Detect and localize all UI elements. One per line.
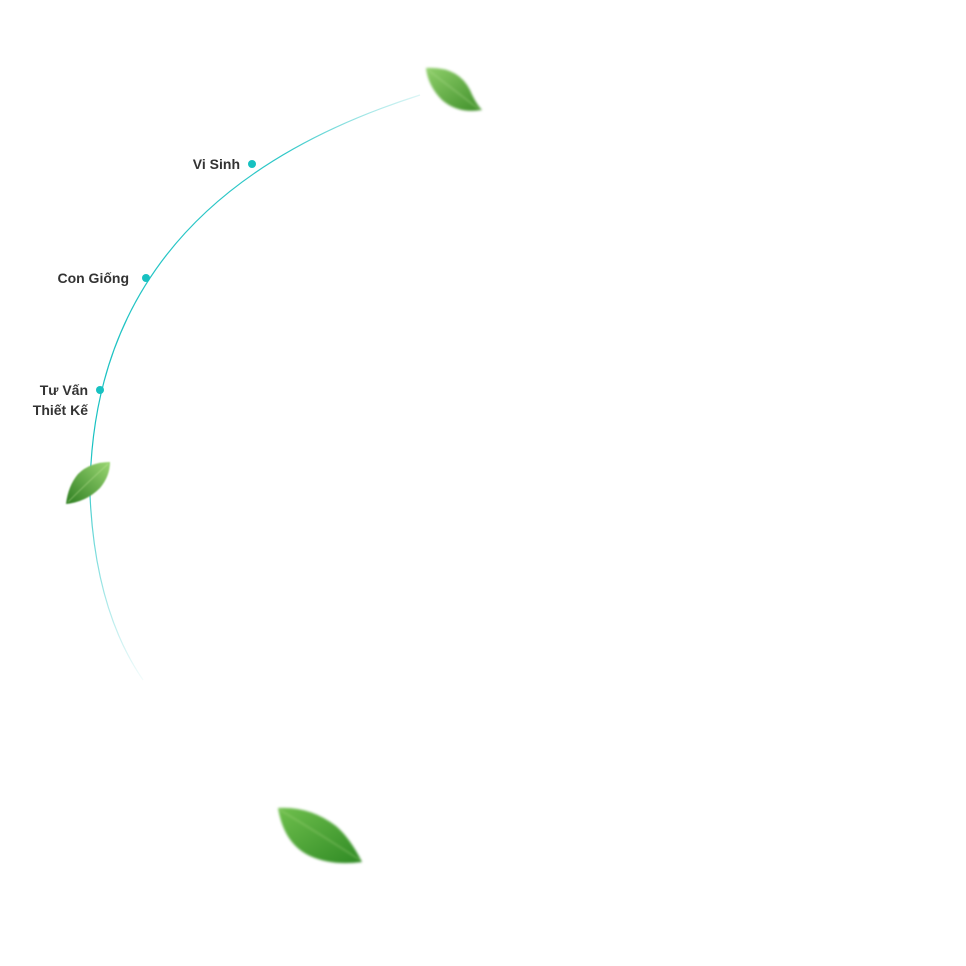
orbit-dot-vi-sinh[interactable] <box>248 160 256 168</box>
nav-item-tu-van-thiet-ke[interactable]: Tư Vấn Thiết Kế <box>33 380 88 420</box>
leaf-icon <box>66 462 110 504</box>
nav-item-label: Con Giống <box>57 270 129 286</box>
leaf-icon <box>278 807 362 864</box>
orbit-dot-tu-van-thiet-ke[interactable] <box>96 386 104 394</box>
nav-item-label: Vi Sinh <box>192 156 240 172</box>
nav-item-label-line1: Tư Vấn <box>39 382 88 398</box>
leaf-icon <box>426 67 482 111</box>
nav-item-label-line2: Thiết Kế <box>32 402 88 418</box>
nav-item-con-giong[interactable]: Con Giống <box>57 268 129 288</box>
orbit-line <box>89 94 421 681</box>
nav-item-vi-sinh[interactable]: Vi Sinh <box>193 154 240 174</box>
orbit-dot-con-giong[interactable] <box>142 274 150 282</box>
